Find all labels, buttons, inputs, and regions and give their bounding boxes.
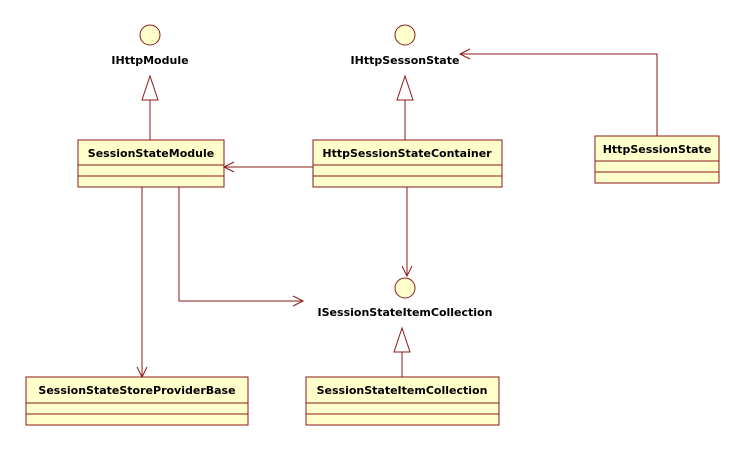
association-sessionstatemodule-isessionstateitemcollection bbox=[178, 187, 305, 307]
class-httpsessionstate-name: HttpSessionState bbox=[603, 143, 712, 156]
class-httpsessionstate-box bbox=[594, 135, 720, 184]
association-module-itemcollection-arrow bbox=[292, 295, 305, 307]
realization-sessionstatemodule-head bbox=[141, 74, 159, 101]
association-container-module-arrow bbox=[222, 161, 235, 173]
association-module-storeprovider-arrow bbox=[136, 366, 148, 379]
class-httpsessionstatecontainer[interactable]: HttpSessionStateContainer bbox=[312, 139, 503, 188]
association-httpsessionstatecontainer-isessionstateitemcollection bbox=[401, 187, 413, 278]
class-sessionstateitemcollection-box bbox=[305, 376, 500, 426]
class-httpsessionstatecontainer-name: HttpSessionStateContainer bbox=[322, 147, 492, 160]
class-sessionstatestoreproviderbase-name: SessionStateStoreProviderBase bbox=[38, 384, 235, 397]
realization-sessionstateitemcollection-head bbox=[393, 326, 411, 353]
association-sessionstatemodule-sessionstatestoreproviderbase bbox=[136, 187, 148, 379]
class-sessionstatestoreproviderbase-box bbox=[25, 376, 249, 426]
class-sessionstatestoreproviderbase[interactable]: SessionStateStoreProviderBase bbox=[25, 376, 249, 426]
association-httpsessionstate-arrow bbox=[458, 48, 471, 60]
interface-isessionstateitemcollection-circle bbox=[394, 277, 416, 299]
association-httpsessionstatecontainer-sessionstatemodule bbox=[222, 161, 313, 173]
interface-ihttpsessonstate[interactable]: IHttpSessonState bbox=[351, 24, 460, 67]
class-sessionstatemodule[interactable]: SessionStateModule bbox=[77, 139, 225, 188]
association-httpsessionstate-line bbox=[460, 53, 658, 136]
class-sessionstateitemcollection[interactable]: SessionStateItemCollection bbox=[305, 376, 500, 426]
class-httpsessionstate[interactable]: HttpSessionState bbox=[594, 135, 720, 184]
interface-isessionstateitemcollection-label: ISessionStateItemCollection bbox=[318, 306, 493, 319]
interface-ihttpmodule-label: IHttpModule bbox=[111, 54, 188, 67]
association-container-itemcollection-arrow bbox=[401, 265, 413, 278]
association-httpsessionstate-ihttpsessonstate bbox=[458, 48, 658, 136]
realization-sessionstatemodule-ihttpmodule bbox=[141, 74, 159, 140]
interface-isessionstateitemcollection[interactable]: ISessionStateItemCollection bbox=[318, 277, 493, 319]
class-sessionstatemodule-box bbox=[77, 139, 225, 188]
interface-ihttpsessonstate-label: IHttpSessonState bbox=[351, 54, 460, 67]
realization-httpsessionstatecontainer-ihttpsessonstate bbox=[396, 74, 414, 140]
interface-ihttpmodule-circle bbox=[139, 24, 161, 46]
class-sessionstatemodule-name: SessionStateModule bbox=[88, 147, 214, 160]
class-sessionstateitemcollection-name: SessionStateItemCollection bbox=[317, 384, 488, 397]
association-module-itemcollection-line bbox=[178, 187, 303, 302]
realization-sessionstateitemcollection-isessionstateitemcollection bbox=[393, 326, 411, 377]
interface-ihttpsessonstate-circle bbox=[394, 24, 416, 46]
realization-httpsessionstatecontainer-head bbox=[396, 74, 414, 101]
interface-ihttpmodule[interactable]: IHttpModule bbox=[111, 24, 189, 67]
class-httpsessionstatecontainer-box bbox=[312, 139, 503, 188]
